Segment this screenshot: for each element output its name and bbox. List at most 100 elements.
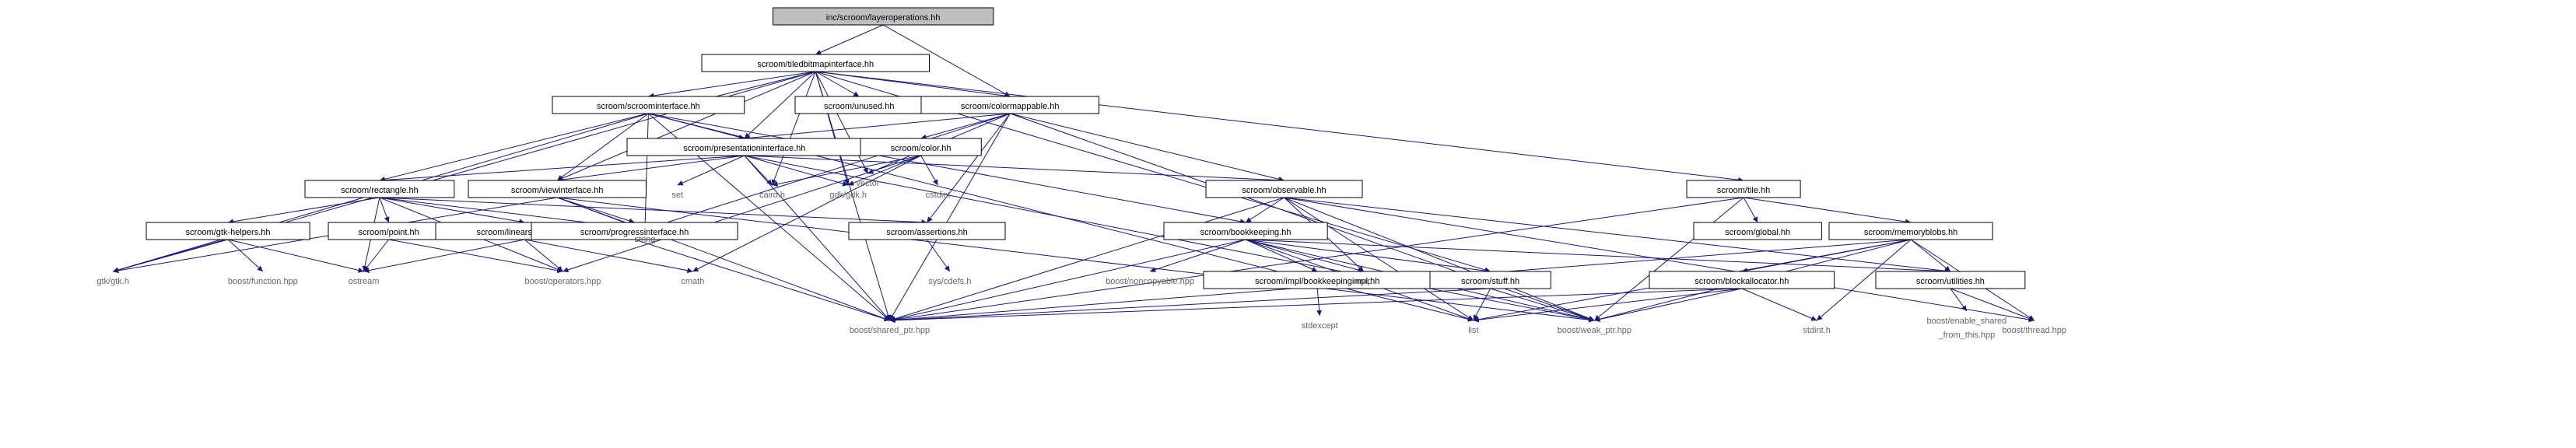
node-presi[interactable]: scroom/presentationinterface.hh: [626, 138, 863, 156]
node-bops: boost/operators.hpp: [524, 277, 601, 286]
edge-bookk-bnoncopy: [1149, 239, 1246, 273]
node-scroomi[interactable]: scroom/scroominterface.hh: [552, 96, 745, 114]
node-bookk[interactable]: scroom/bookkeeping.hh: [1163, 222, 1328, 240]
edge-bookk-map: [1245, 239, 1364, 273]
node-viewi[interactable]: scroom/viewinterface.hh: [468, 180, 647, 198]
node-bnoncopy: boost/noncopyable.hpp: [1106, 277, 1194, 286]
edge-tiled-viewi: [557, 71, 816, 181]
node-point[interactable]: scroom/point.hh: [328, 222, 450, 240]
node-cstdint: cstdint: [926, 191, 951, 200]
node-cmath: cmath: [681, 277, 704, 286]
node-label: scroom/blockallocator.hh: [1695, 277, 1789, 286]
node-label: scroom/impl/bookkeepingimpl.hh: [1255, 277, 1379, 286]
node-memblob[interactable]: scroom/memoryblobs.hh: [1828, 222, 1993, 240]
edge-root-tiled: [815, 24, 884, 55]
node-box: [701, 54, 930, 72]
edge-presi-set: [677, 155, 745, 186]
node-label: scroom/memoryblobs.hh: [1864, 228, 1957, 237]
edge-scroomi-string: [642, 113, 649, 230]
node-label: scroom/viewinterface.hh: [511, 186, 604, 195]
edge-linseg-ostream: [363, 239, 525, 274]
edge-observ-bweak: [1284, 197, 1595, 321]
edge-tile-memblob: [1743, 197, 1912, 225]
node-list: list: [1468, 326, 1478, 335]
node-progi[interactable]: scroom/progressinterface.hh: [531, 222, 738, 240]
node-label: _from_this.hpp: [1938, 331, 1996, 340]
node-label: boost/function.hpp: [228, 277, 298, 286]
node-label: cstdint: [926, 191, 951, 200]
edge-presi-rect: [379, 155, 745, 184]
node-vector: vector: [856, 179, 879, 188]
node-label: boost/shared_ptr.hpp: [850, 326, 930, 335]
edge-viewi-bshared: [557, 197, 890, 321]
node-blockall[interactable]: scroom/blockallocator.hh: [1649, 271, 1835, 289]
node-bfunc: boost/function.hpp: [228, 277, 298, 286]
edge-gtkhelp-gtkgtk: [113, 239, 229, 273]
node-label: scroom/tiledbitmapinterface.hh: [757, 60, 874, 69]
edge-blockall-bshared: [889, 288, 1742, 324]
node-label: map: [1355, 277, 1372, 286]
node-label: scroom/scroominterface.hh: [597, 102, 700, 111]
node-label: scroom/global.hh: [1725, 228, 1790, 237]
node-label: scroom/color.hh: [891, 144, 952, 153]
node-label: scroom/colormappable.hh: [961, 102, 1060, 111]
edge-rect-linseg: [379, 197, 525, 225]
edge-presi-bshared: [744, 155, 890, 321]
edge-colormap-presi: [744, 113, 1011, 141]
node-box: [304, 180, 455, 198]
edge-bkimpl-stdexcept: [1316, 288, 1323, 317]
edge-rect-gtkhelp: [227, 197, 380, 225]
node-bkimpl[interactable]: scroom/impl/bookkeepingimpl.hh: [1203, 271, 1432, 289]
node-unused[interactable]: scroom/unused.hh: [794, 96, 924, 114]
node-stuff[interactable]: scroom/stuff.hh: [1429, 271, 1551, 289]
node-rect[interactable]: scroom/rectangle.hh: [304, 180, 455, 198]
edge-bookk-stuff: [1246, 239, 1491, 274]
edge-blockall-stdinth: [1741, 288, 1817, 321]
node-label: scroom/bookkeeping.hh: [1200, 228, 1292, 237]
node-tile[interactable]: scroom/tile.hh: [1686, 180, 1801, 198]
node-tiled[interactable]: scroom/tiledbitmapinterface.hh: [701, 54, 930, 72]
node-observ[interactable]: scroom/observable.hh: [1205, 180, 1363, 198]
edge-memblob-util: [1910, 239, 1951, 272]
node-color[interactable]: scroom/color.hh: [860, 138, 982, 156]
edge-tiled-scroomi: [648, 71, 816, 99]
edge-tiled-vector: [815, 71, 868, 174]
node-box: [848, 222, 1006, 240]
edge-color-bops: [563, 155, 921, 273]
edge-gtkhelp-ostream: [227, 239, 364, 273]
node-box: [773, 7, 994, 26]
edge-root-colormap: [882, 24, 1011, 97]
node-label: scroom/assertions.hh: [886, 228, 968, 237]
node-util[interactable]: scroom/utilities.hh: [1875, 271, 2026, 289]
edge-tiled-presi: [744, 71, 816, 139]
node-label: stdint.h: [1803, 326, 1830, 335]
node-label: cairo.h: [759, 191, 785, 200]
edge-stuff-bshared: [889, 288, 1491, 324]
edge-observ-util: [1284, 197, 1950, 274]
node-label: stdexcept: [1302, 321, 1338, 331]
node-label: boost/operators.hpp: [524, 277, 601, 286]
node-root[interactable]: inc/scroom/layeroperations.hh: [773, 7, 994, 26]
node-box: [531, 222, 738, 240]
node-label: scroom/utilities.hh: [1916, 277, 1985, 286]
node-label: scroom/point.hh: [358, 228, 419, 237]
edge-blockall-list: [1473, 288, 1742, 323]
edge-observ-bshared: [889, 197, 1284, 322]
edge-bookk-util: [1246, 239, 1950, 275]
node-label: gtk/gtk.h: [96, 277, 129, 286]
edge-color-cairo: [772, 155, 921, 187]
edge-util-bthread: [1950, 288, 2035, 321]
node-box: [920, 96, 1099, 114]
node-global[interactable]: scroom/global.hh: [1693, 222, 1822, 240]
edge-presi-viewi: [557, 155, 745, 183]
node-label: scroom/observable.hh: [1242, 186, 1326, 195]
edge-blockall-bweak: [1594, 288, 1742, 322]
edge-viewi-bweak: [557, 197, 1595, 323]
node-box: [145, 222, 310, 240]
node-gtkhelp[interactable]: scroom/gtk-helpers.hh: [145, 222, 310, 240]
edge-util-benable: [1950, 288, 1968, 312]
node-label: string: [634, 235, 655, 244]
node-assert[interactable]: scroom/assertions.hh: [848, 222, 1006, 240]
node-colormap[interactable]: scroom/colormappable.hh: [920, 96, 1099, 114]
edge-color-gdkgdk: [847, 155, 921, 186]
